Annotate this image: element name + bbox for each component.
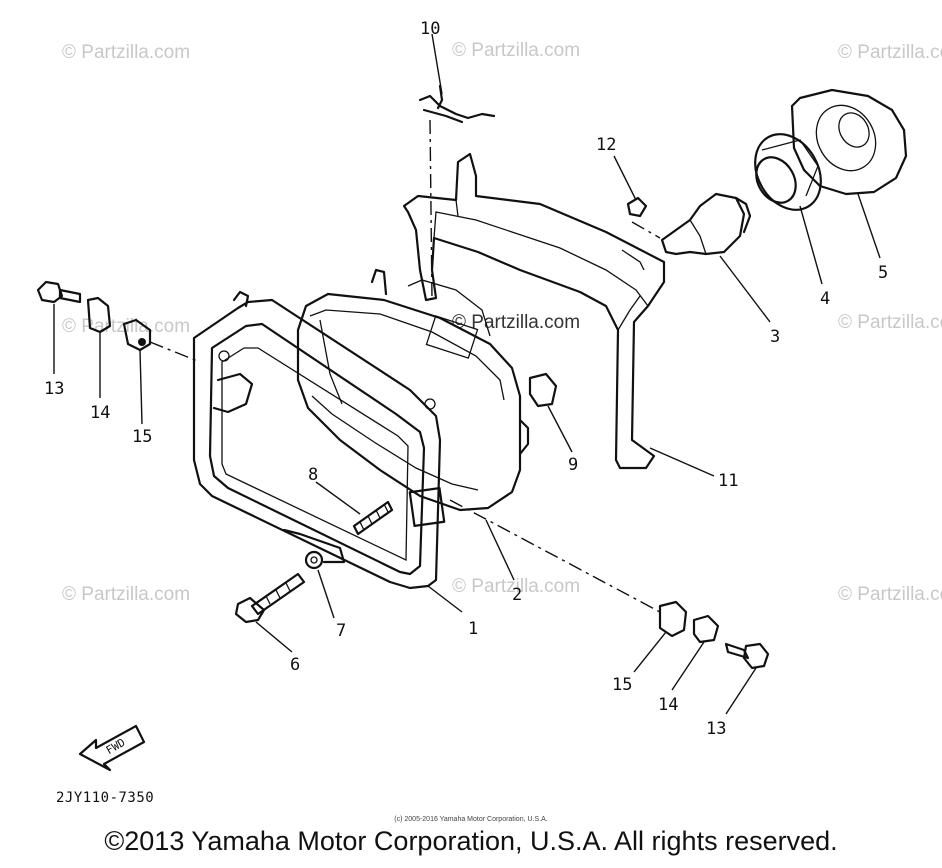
clip-part-9 — [528, 372, 558, 408]
headlight-bracket — [402, 152, 666, 470]
watermark: © Partzilla.com — [838, 312, 942, 333]
callout-14-right: 14 — [658, 695, 678, 715]
callout-3: 3 — [770, 327, 780, 347]
screw-part-6 — [234, 572, 306, 624]
watermark: © Partzilla.com — [62, 316, 190, 337]
callout-4: 4 — [820, 289, 830, 309]
leader-lines — [53, 33, 881, 715]
callout-9: 9 — [568, 455, 578, 475]
screw-part-12 — [626, 196, 648, 218]
bulb-part — [660, 192, 752, 256]
watermark: © Partzilla.com — [62, 42, 190, 63]
assembly-lines — [149, 119, 661, 613]
callout-6: 6 — [290, 655, 300, 675]
callout-14-left: 14 — [90, 403, 110, 423]
fwd-arrow: FWD — [78, 724, 146, 772]
socket-ring — [754, 133, 822, 211]
copyright-notice: ©2013 Yamaha Motor Corporation, U.S.A. A… — [104, 826, 838, 856]
bulb-cover — [790, 88, 908, 196]
watermark-layer: © Partzilla.com © Partzilla.com © Partzi… — [62, 40, 942, 605]
callout-7: 7 — [336, 621, 346, 641]
watermark: © Partzilla.com — [452, 40, 580, 61]
callout-1: 1 — [468, 619, 478, 639]
adjuster-screw — [352, 500, 394, 536]
part-code: 2JY110-7350 — [56, 790, 155, 806]
callout-13-right: 13 — [706, 719, 726, 739]
watermark: © Partzilla.com — [838, 42, 942, 63]
left-fastener-set — [36, 280, 152, 352]
watermark: © Partzilla.com — [838, 584, 942, 605]
callout-13-left: 13 — [44, 379, 64, 399]
headlight-rim — [192, 290, 446, 590]
right-fastener-set — [658, 600, 770, 670]
callout-2: 2 — [512, 585, 522, 605]
callouts: 1 2 3 4 5 6 7 8 9 10 11 12 13 14 15 13 1… — [44, 19, 888, 739]
callout-8: 8 — [308, 465, 318, 485]
callout-5: 5 — [878, 263, 888, 283]
callout-15-left: 15 — [132, 427, 152, 447]
callout-11: 11 — [718, 471, 738, 491]
watermark: © Partzilla.com — [62, 584, 190, 605]
center-watermark: © Partzilla.com — [452, 312, 580, 333]
callout-10: 10 — [420, 19, 440, 39]
callout-15-right: 15 — [612, 675, 632, 695]
headlight-unit — [296, 268, 530, 512]
watermark: © Partzilla.com — [452, 576, 580, 597]
nut-part-7 — [304, 550, 324, 570]
callout-12: 12 — [596, 135, 616, 155]
small-copyright: (c) 2005-2016 Yamaha Motor Corporation, … — [394, 816, 548, 823]
clip-part — [418, 84, 496, 124]
